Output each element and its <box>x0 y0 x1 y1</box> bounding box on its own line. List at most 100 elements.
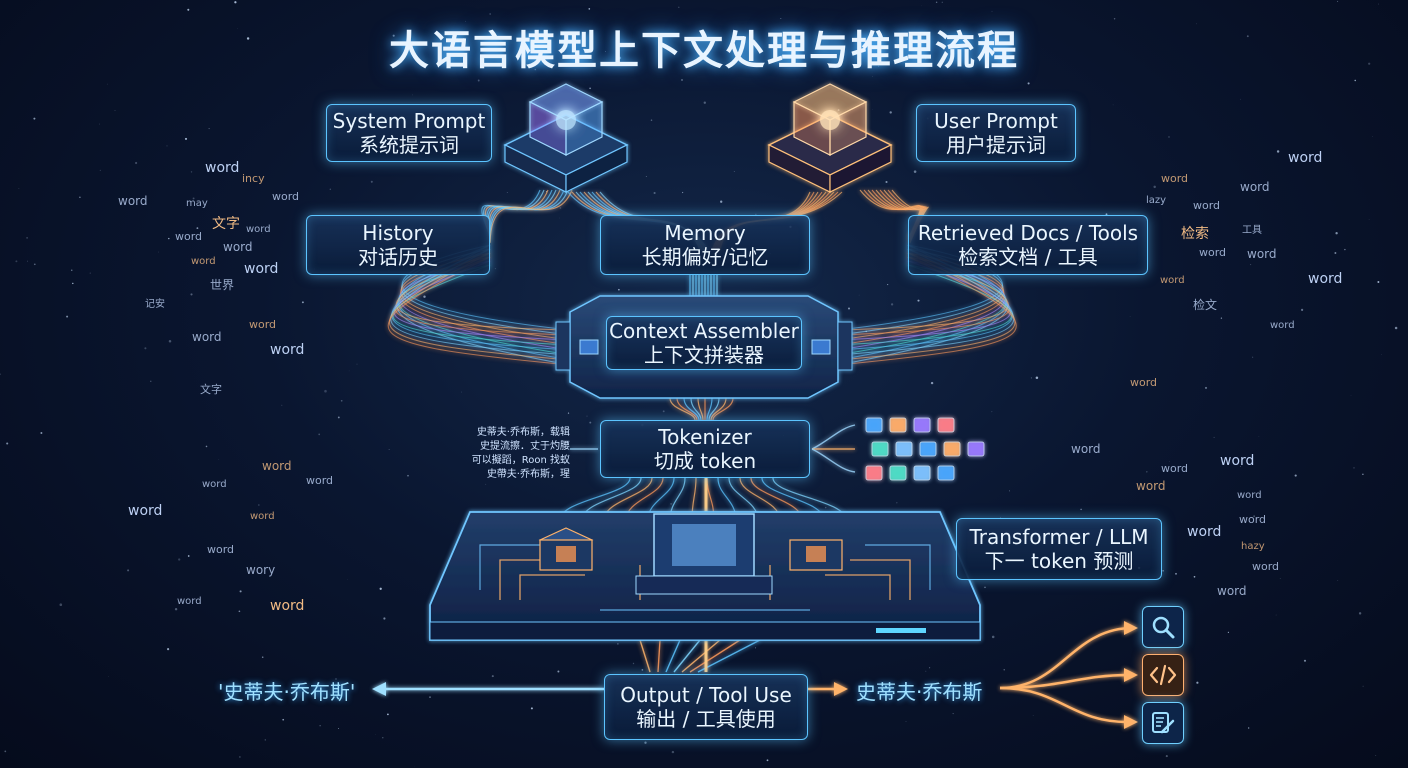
flow-line <box>697 397 704 421</box>
star <box>1027 82 1030 85</box>
floating-word: word <box>272 190 300 203</box>
floating-word: word <box>1130 376 1158 389</box>
star <box>33 263 36 266</box>
star <box>1334 252 1337 254</box>
code-icon <box>1149 664 1177 686</box>
star <box>1129 316 1131 317</box>
edit-document-icon <box>1152 712 1175 734</box>
flow-line <box>657 639 661 673</box>
star <box>755 213 757 215</box>
star <box>1080 508 1082 511</box>
token-chips <box>865 417 985 481</box>
star <box>491 675 494 678</box>
star <box>858 294 860 296</box>
star <box>412 94 413 96</box>
flow-line <box>639 639 651 673</box>
floating-word: word <box>249 318 277 331</box>
flow-line <box>837 248 1015 356</box>
star <box>1252 356 1254 358</box>
floating-word: word <box>207 543 235 556</box>
token-chip <box>937 417 955 433</box>
flow-line <box>837 264 1013 346</box>
floating-word: word <box>250 511 275 522</box>
star <box>905 721 907 722</box>
star <box>766 759 769 762</box>
star <box>461 391 462 393</box>
star <box>617 643 619 645</box>
star <box>99 123 100 125</box>
flow-line <box>669 397 696 421</box>
node-label-en: Context Assembler <box>609 319 799 343</box>
star <box>653 191 656 195</box>
flow-line <box>837 256 1010 336</box>
star <box>150 380 152 382</box>
star <box>991 10 993 12</box>
floating-word: word <box>175 230 203 243</box>
star <box>383 617 386 620</box>
flow-line <box>392 264 571 346</box>
star <box>935 1 938 4</box>
floating-word: word <box>1270 320 1295 331</box>
star <box>168 339 172 343</box>
flow-line <box>712 397 734 421</box>
star <box>301 301 304 304</box>
search-tool-button[interactable] <box>1142 606 1184 648</box>
star <box>234 1 237 4</box>
user-prompt-cube <box>767 83 893 193</box>
star <box>348 370 350 372</box>
node-label-en: Memory <box>664 221 746 245</box>
star <box>319 725 321 727</box>
star <box>166 145 168 147</box>
star <box>1003 669 1005 671</box>
star <box>218 459 220 460</box>
star <box>984 586 986 589</box>
flow-line <box>811 448 856 473</box>
star <box>18 188 20 189</box>
star <box>167 648 170 651</box>
floating-word: word <box>192 330 222 344</box>
star <box>1030 377 1032 379</box>
star <box>887 284 889 286</box>
star <box>106 83 108 85</box>
star <box>681 79 683 81</box>
flow-line <box>387 256 571 366</box>
node-label-en: Transformer / LLM <box>969 525 1149 549</box>
star <box>1294 474 1297 477</box>
star <box>71 269 73 271</box>
star <box>379 587 382 590</box>
star <box>190 171 193 173</box>
star <box>662 410 665 413</box>
star <box>924 58 927 60</box>
floating-word: word <box>128 503 163 519</box>
star <box>1303 659 1307 662</box>
node-label-zh: 用户提示词 <box>946 133 1046 157</box>
floating-word: word <box>1308 271 1343 287</box>
star <box>387 713 389 716</box>
flow-line <box>486 189 553 239</box>
edit-tool-button[interactable] <box>1142 702 1184 744</box>
star <box>1112 104 1114 106</box>
star <box>605 51 606 52</box>
star <box>567 412 570 414</box>
star <box>184 137 188 140</box>
floating-word: word <box>1161 172 1189 185</box>
star <box>506 192 508 193</box>
memory-node: Memory 长期偏好/记忆 <box>600 215 810 275</box>
star <box>144 347 147 350</box>
floating-word: 文字 <box>200 383 222 396</box>
node-label-zh: 上下文拼装器 <box>644 343 764 367</box>
star <box>237 28 238 29</box>
floating-word: word <box>1239 513 1267 526</box>
stream-line: 史帶夫·乔布斯，瑆 <box>486 469 570 480</box>
star <box>1227 631 1230 634</box>
code-tool-button[interactable] <box>1142 654 1184 696</box>
star <box>261 656 264 658</box>
star <box>586 415 588 417</box>
star <box>1193 575 1196 578</box>
star <box>392 34 395 37</box>
star <box>423 295 426 298</box>
star <box>991 635 995 639</box>
node-label-en: User Prompt <box>934 109 1058 133</box>
star <box>190 293 193 296</box>
node-label-zh: 长期偏好/记忆 <box>641 245 769 269</box>
